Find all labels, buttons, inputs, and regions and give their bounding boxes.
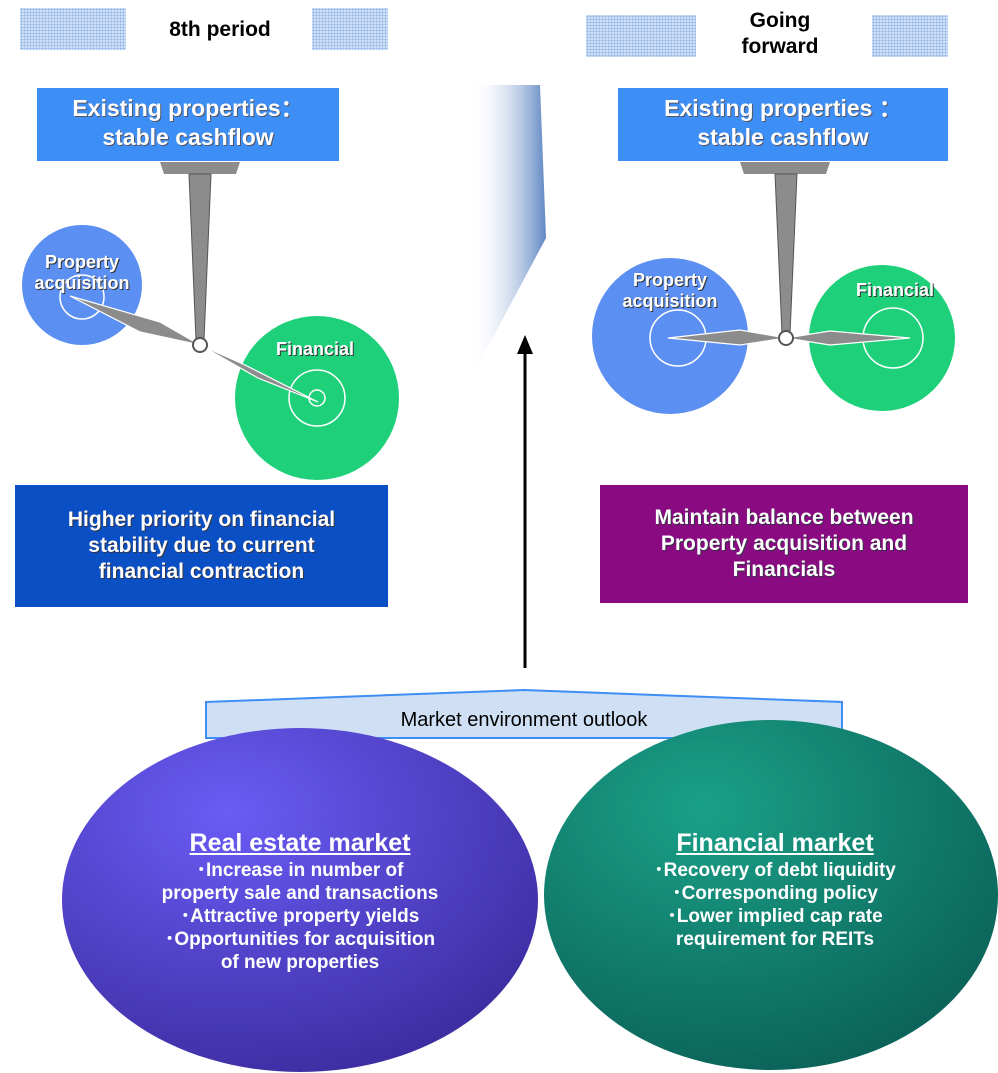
right-pendulum-top [740, 162, 830, 174]
left-pendulum-top [160, 162, 240, 174]
left-property-line1: Property [44, 252, 120, 272]
left-financial-label: Financial [275, 339, 355, 359]
left-financial-ring-outer [288, 369, 346, 427]
real-estate-title: Real estate market [189, 829, 411, 857]
right-needle-property [667, 329, 787, 346]
left-summary-line2: stability due to current [88, 534, 315, 557]
upward-arrow-head [517, 335, 533, 354]
left-property-ring-outer [59, 274, 105, 320]
left-property-label: Property acquisition [22, 252, 142, 294]
real-estate-item: ･Increase in number of [196, 860, 404, 881]
left-pendulum-stick [188, 173, 212, 341]
left-summary-box: Higher priority on financial stability d… [15, 485, 388, 607]
left-needle-financial [199, 344, 319, 403]
header-left-decor-2 [312, 8, 388, 50]
left-financial-circle [235, 316, 399, 480]
left-needle-property [69, 295, 201, 346]
right-property-label: Property acquisition [605, 270, 735, 312]
real-estate-item: property sale and transactions [161, 883, 439, 904]
right-financial-label: Financial [855, 280, 935, 300]
right-property-circle [592, 258, 748, 414]
header-going-line2: forward [741, 35, 819, 58]
left-existing-properties-label: Existing properties： stable cashflow [37, 88, 339, 161]
real-estate-text: Real estate market ･Increase in number o… [80, 827, 520, 974]
right-property-line2: acquisition [622, 291, 718, 311]
left-summary-line1: Higher priority on financial [67, 508, 336, 531]
header-right-decor-2 [872, 15, 948, 57]
financial-market-item: requirement for REITs [675, 929, 875, 950]
header-8th-period: 8th period [169, 18, 271, 41]
right-label-line2: stable cashflow [697, 124, 869, 150]
real-estate-item: ･Attractive property yields [180, 906, 420, 927]
right-summary-line1: Maintain balance between [654, 506, 914, 529]
right-pivot [778, 330, 794, 346]
header-going-forward: Going forward [700, 8, 860, 60]
financial-market-item: ･Lower implied cap rate [667, 906, 883, 927]
real-estate-item: ･Opportunities for acquisition [164, 929, 436, 950]
right-existing-properties-label: Existing properties ： stable cashflow [618, 88, 948, 161]
left-label-line2: stable cashflow [102, 124, 274, 150]
financial-market-text: Financial market ･Recovery of debt liqui… [570, 827, 980, 951]
market-banner-shape [205, 688, 843, 739]
right-property-line1: Property [632, 270, 708, 290]
header-left-decor-1 [20, 8, 126, 50]
right-label-line1: Existing properties ： [664, 95, 902, 121]
header-right-decor-1 [586, 15, 696, 57]
right-summary-line3: Financials [732, 558, 836, 581]
financial-market-oval [544, 720, 998, 1070]
real-estate-item: of new properties [220, 952, 380, 973]
financial-market-item: ･Corresponding policy [672, 883, 878, 904]
right-summary-box: Maintain balance between Property acquis… [600, 485, 968, 603]
financial-market-item: ･Recovery of debt liquidity [654, 860, 896, 881]
transition-chevron [470, 85, 546, 380]
left-summary-line3: financial contraction [98, 560, 305, 583]
real-estate-oval [62, 728, 538, 1072]
left-pivot [192, 337, 208, 353]
market-banner-label: Market environment outlook [400, 709, 648, 731]
left-property-line2: acquisition [34, 273, 130, 293]
right-summary-line2: Property acquisition and [660, 532, 908, 555]
right-pendulum-stick [774, 173, 798, 335]
left-label-line1: Existing properties： [72, 95, 304, 121]
right-needle-financial [785, 330, 911, 346]
financial-market-title: Financial market [676, 829, 874, 857]
header-going-line1: Going [749, 9, 811, 32]
